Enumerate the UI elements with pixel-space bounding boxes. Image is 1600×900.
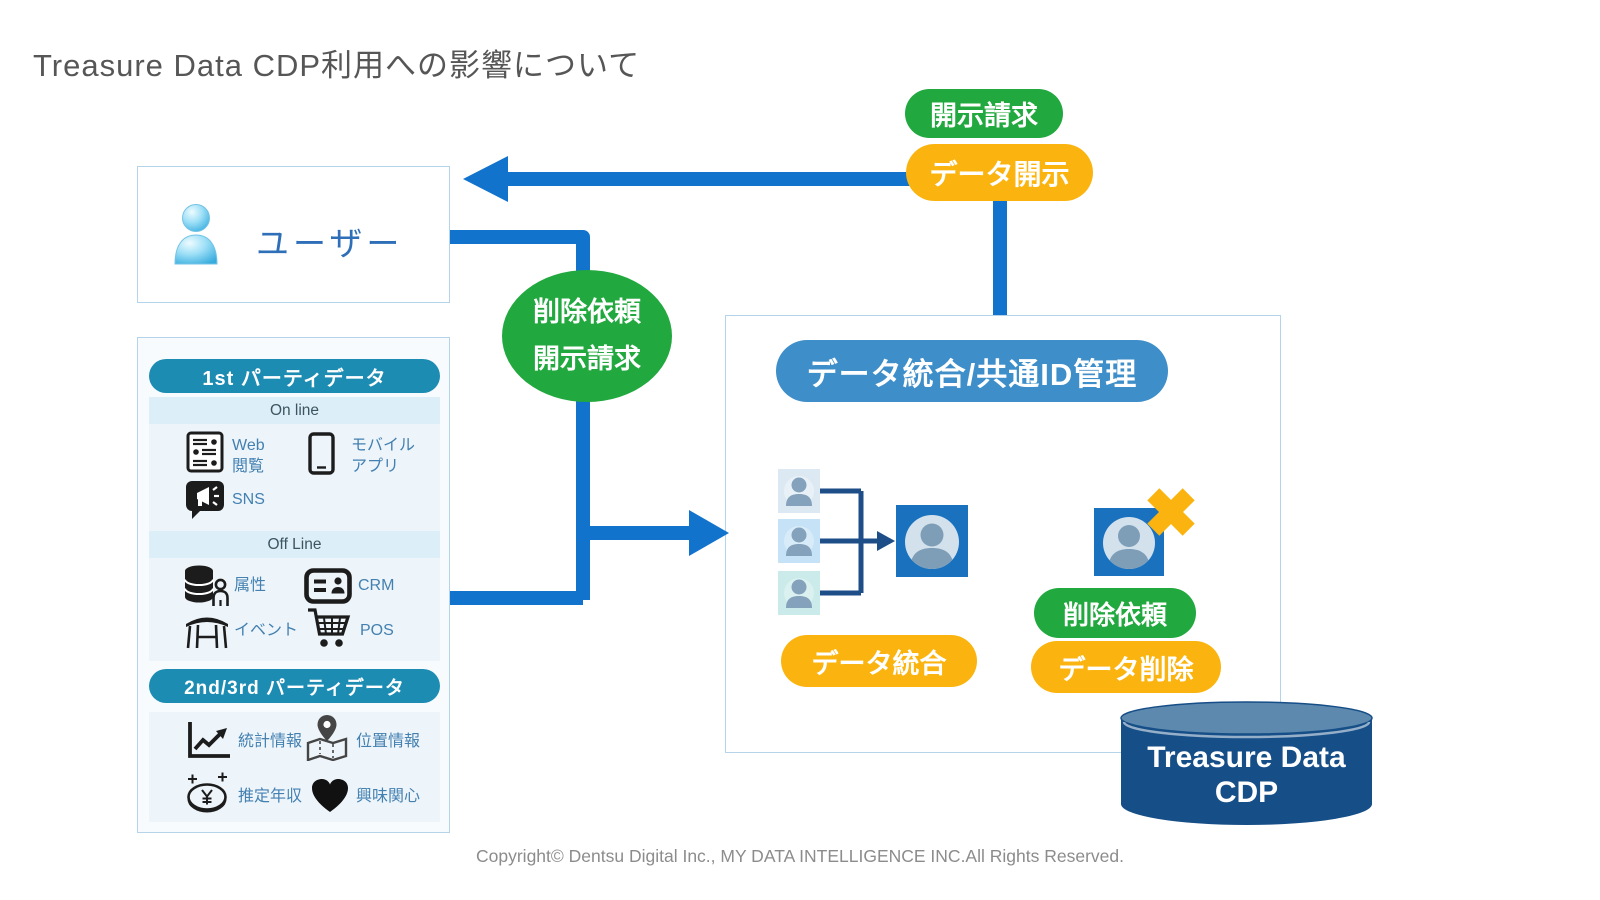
user-box: ユーザー [137,166,450,303]
deleted-id-avatar [1086,471,1211,591]
data-disclosure-pill: データ開示 [906,144,1093,201]
disclosure-request-top-pill: 開示請求 [905,89,1063,138]
map-pin-icon [304,714,350,766]
line-user-requests [450,230,590,600]
crm-label: CRM [358,577,395,594]
copyright-text: Copyright© Dentsu Digital Inc., MY DATA … [476,846,1124,866]
user-person-icon [170,203,222,272]
megaphone-icon [184,478,226,525]
request-circle-line1: 削除依頼 [533,297,641,327]
id-merge-diagram [766,456,981,641]
cylinder-shape [1120,701,1373,825]
statistics-label: 統計情報 [238,733,303,750]
first-party-header: 1st パーティデータ [149,359,440,393]
cylinder-label-line2: CDP [1214,776,1279,809]
heart-icon [310,778,350,819]
offline-band: Off Line [149,531,440,558]
page-title: Treasure Data CDP利用への影響について [33,48,641,83]
data-integration-pill: データ統合 [781,635,977,687]
online-band: On line [149,397,440,424]
interests-label: 興味関心 [356,788,421,805]
delete-request-pill: 削除依頼 [1034,588,1196,638]
smartphone-icon [308,432,335,480]
attributes-label: 属性 [234,577,267,594]
event-label: イベント [234,622,299,639]
request-circle-line2: 開示請求 [533,344,641,374]
arrowhead-left [463,156,508,202]
second-third-party-header: 2nd/3rd パーティデータ [149,669,440,703]
treasure-data-cdp-cylinder: Treasure Data CDP [1120,700,1373,826]
data-sources-panel: 1st パーティデータ On line Web 閲覧 [137,337,450,833]
database-person-icon [182,562,230,613]
integration-box: データ統合/共通ID管理 [725,315,1281,753]
request-circle: 削除依頼 開示請求 [502,270,672,402]
id-card-icon [304,568,352,609]
user-label: ユーザー [256,225,404,262]
pos-label: POS [360,622,394,639]
sns-label: SNS [232,491,265,508]
mobile-app-label: モバイル アプリ [351,437,416,475]
cylinder-label-line1: Treasure Data [1147,741,1346,774]
line-chart-icon [186,720,232,765]
shopping-cart-icon [306,606,352,655]
second-third-area [149,712,440,822]
location-label: 位置情報 [356,733,421,750]
tent-icon [183,610,231,655]
web-page-icon [186,431,224,478]
estimated-income-label: 推定年収 [238,788,303,805]
integration-header-pill: データ統合/共通ID管理 [776,340,1168,402]
data-delete-pill: データ削除 [1031,641,1221,693]
arrowhead-right [689,510,729,556]
cylinder-label: Treasure Data CDP [1120,740,1373,810]
coin-icon [182,771,232,820]
web-browsing-label: Web 閲覧 [232,437,265,475]
